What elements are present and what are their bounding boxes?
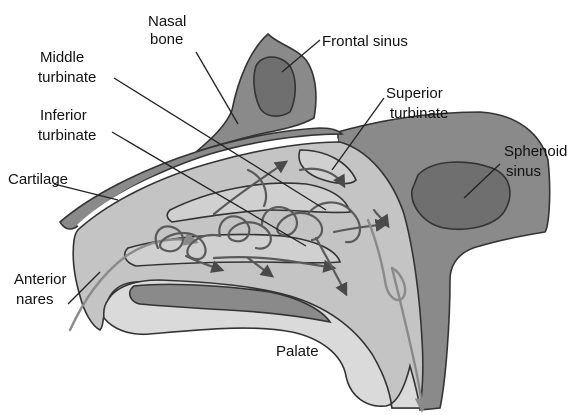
inferior-turbinate-label: Inferior turbinate	[38, 107, 96, 144]
nasal-bone-label: Nasal bone	[148, 13, 191, 48]
middle-turbinate-label: Middle turbinate	[38, 49, 96, 86]
anterior-nares-label: Anterior nares	[14, 271, 71, 308]
palate-label: Palate	[276, 343, 319, 360]
cartilage-label: Cartilage	[8, 171, 68, 188]
nasal-bone-leader	[196, 52, 238, 124]
superior-turbinate-label: Superior turbinate	[386, 85, 448, 122]
frontal-sinus-label: Frontal sinus	[322, 33, 408, 50]
sphenoid-sinus	[412, 162, 510, 229]
